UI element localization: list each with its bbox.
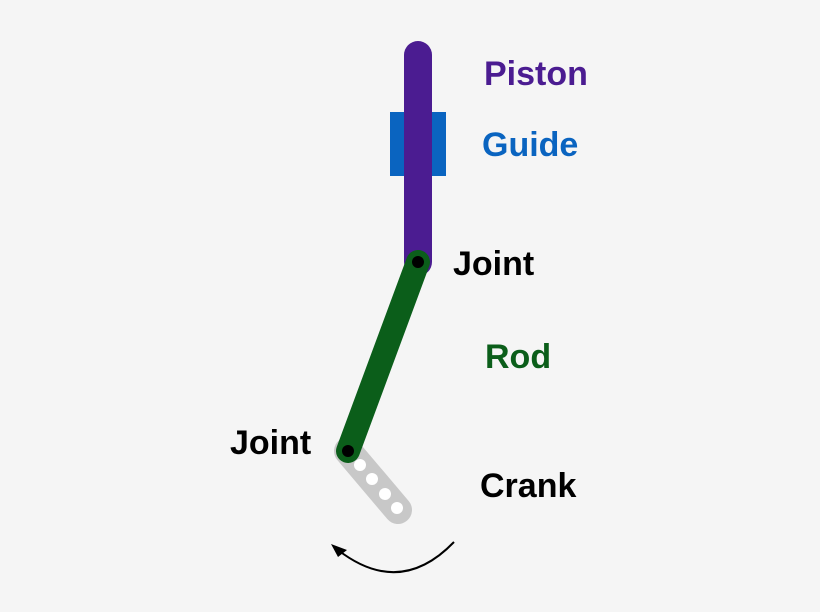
- crank-arm: [334, 437, 412, 524]
- bottom-joint-pin: [342, 445, 354, 457]
- rotation-arrow: [337, 541, 455, 573]
- top-joint-pin: [412, 256, 424, 268]
- bottom-joint-label: Joint: [230, 424, 312, 462]
- rod-label: Rod: [485, 338, 552, 376]
- guide-block-right: [432, 112, 446, 176]
- rotation-arrowhead: [331, 544, 347, 557]
- crank-label: Crank: [480, 467, 577, 505]
- guide-label: Guide: [482, 126, 579, 164]
- connecting-rod: [336, 250, 430, 463]
- top-joint-label: Joint: [453, 245, 535, 283]
- piston-label: Piston: [484, 55, 588, 93]
- guide-block-left: [390, 112, 404, 176]
